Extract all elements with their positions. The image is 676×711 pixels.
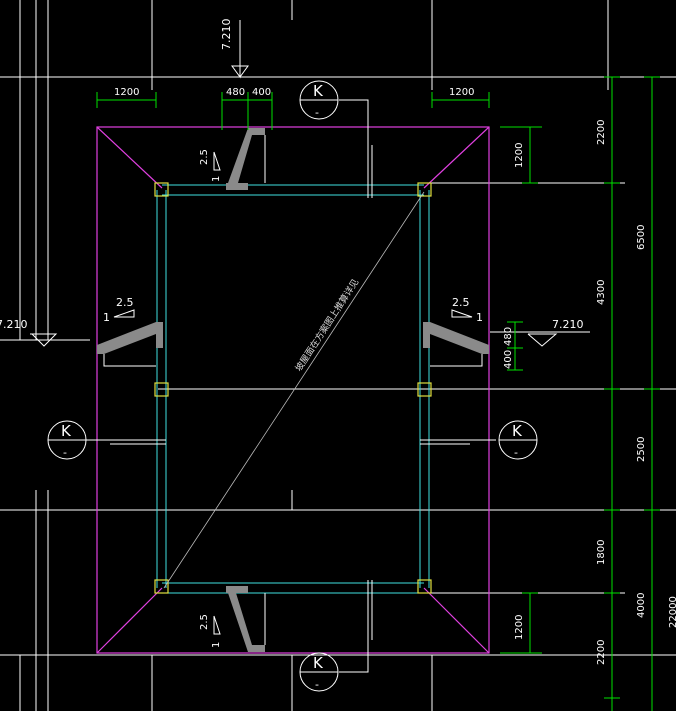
section-marker-sub: -	[315, 106, 319, 119]
section-marker-letter: K	[313, 82, 324, 100]
dim-top-mid-a: 480	[226, 87, 245, 98]
slope-indicator-bottom: 2.5 1	[199, 614, 222, 648]
dim-right-400: 400	[503, 350, 514, 369]
section-marker-letter: K	[512, 422, 523, 440]
dim-right-4000: 4000	[636, 593, 647, 618]
column	[154, 579, 169, 594]
dim-right-2200-top: 2200	[596, 120, 607, 145]
dim-top-right: 1200	[449, 87, 474, 98]
section-marker-sub: -	[63, 446, 67, 459]
dim-top-mid-b: 400	[252, 87, 271, 98]
elevation-value: 7.210	[552, 318, 584, 331]
section-cut-lines	[86, 99, 496, 673]
slope-triangle	[451, 309, 473, 318]
column	[417, 182, 432, 197]
slope-rise: 2.5	[116, 296, 134, 309]
elevation-value: 7.210	[0, 318, 28, 331]
hip-line	[423, 587, 490, 654]
section-marker-letter: K	[61, 422, 72, 440]
elevation-marker-right: 7.210	[527, 318, 584, 347]
section-cut-top	[339, 99, 369, 198]
slope-triangle	[113, 309, 135, 318]
diagonal-reference-line	[163, 191, 425, 589]
gutter-section-top	[226, 128, 266, 190]
right-dimensions	[500, 76, 660, 711]
slope-triangle	[213, 151, 221, 171]
dim-right-edge-partial: 22000	[668, 596, 676, 628]
dim-right-1200-bottom: 1200	[514, 615, 525, 640]
elevation-symbol	[30, 333, 58, 347]
slope-triangle	[213, 615, 221, 635]
slope-indicator-right: 2.5 1	[451, 296, 483, 324]
section-marker-left: K -	[47, 420, 87, 460]
diagonal-note: 坡屋面在方案图上推算详见	[292, 277, 361, 374]
elevation-symbol	[231, 54, 249, 79]
columns	[154, 182, 432, 594]
slope-rise: 2.5	[452, 296, 470, 309]
gutter-section-shape	[97, 322, 163, 354]
slope-rise: 2.5	[199, 149, 210, 165]
slope-indicator-top: 2.5 1	[199, 149, 222, 182]
column	[154, 382, 169, 397]
column	[417, 382, 432, 397]
section-marker-bottom: K -	[299, 652, 339, 692]
column	[154, 182, 169, 197]
elevation-symbol	[527, 333, 558, 347]
elevation-marker-top: 7.210	[220, 19, 249, 79]
section-marker-letter: K	[313, 654, 324, 672]
gutter-section-shape	[423, 322, 489, 354]
dim-right-4300: 4300	[596, 280, 607, 305]
slope-run: 1	[103, 311, 110, 324]
hip-line	[96, 126, 163, 189]
dim-right-1800: 1800	[596, 540, 607, 565]
elevation-value: 7.210	[220, 19, 233, 51]
section-marker-top: K -	[299, 80, 339, 120]
dim-right-6500: 6500	[636, 225, 647, 250]
gutter-section-right	[423, 322, 489, 367]
slope-rise: 2.5	[199, 614, 210, 630]
gutter-section-line	[430, 354, 483, 367]
gutter-section-shape	[226, 586, 265, 652]
section-marker-sub: -	[514, 446, 518, 459]
slope-run: 1	[211, 642, 222, 648]
slope-indicator-left: 2.5 1	[103, 296, 135, 324]
beams	[156, 184, 430, 594]
slope-run: 1	[211, 176, 222, 182]
dim-right-2200-bottom: 2200	[596, 640, 607, 665]
dim-top-left: 1200	[114, 87, 139, 98]
dim-right-2500: 2500	[636, 437, 647, 462]
top-dimensions	[96, 92, 490, 130]
section-marker-sub: -	[315, 678, 319, 691]
gutter-section-shape	[226, 128, 265, 190]
section-marker-right: K -	[498, 420, 538, 460]
hip-line	[96, 587, 163, 654]
slope-run: 1	[476, 311, 483, 324]
dim-right-1200-top: 1200	[514, 143, 525, 168]
gutter-section-left	[97, 322, 163, 367]
roof-outline	[96, 126, 490, 654]
gutter-section-bottom	[226, 586, 266, 652]
gutter-section-line	[103, 354, 156, 367]
section-cut-bottom	[339, 580, 369, 673]
column	[417, 579, 432, 594]
roof-eave-rectangle	[96, 126, 490, 654]
elevation-marker-left: 7.210	[0, 318, 58, 347]
dim-right-480: 480	[503, 327, 514, 346]
hip-line	[423, 126, 490, 189]
